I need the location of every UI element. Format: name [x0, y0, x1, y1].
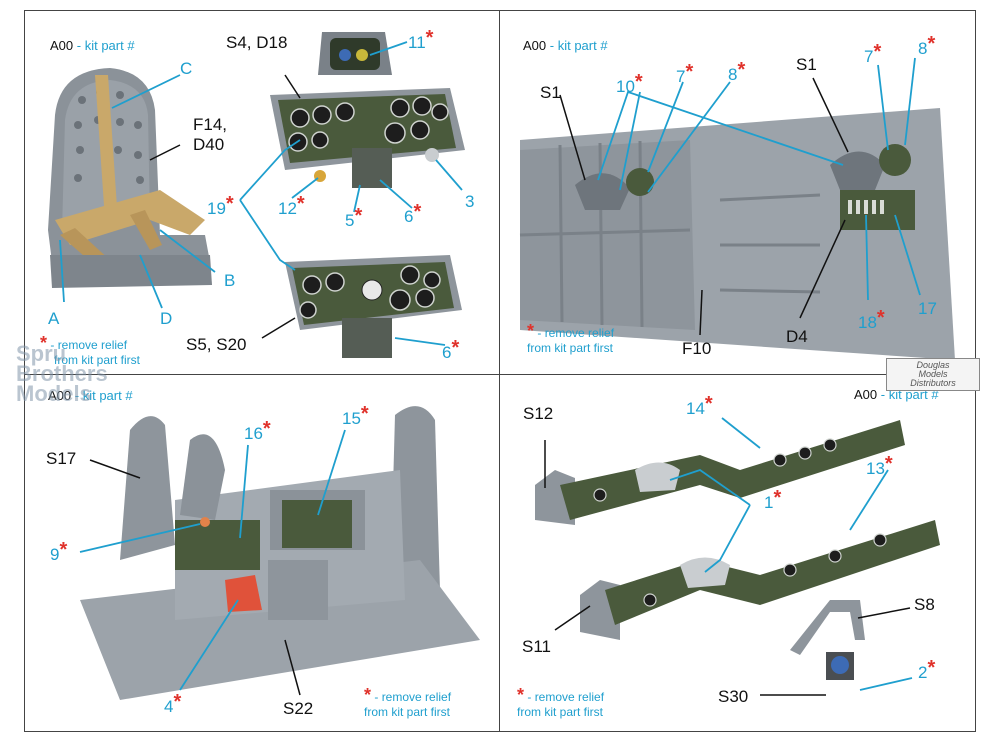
- label-3: 3: [465, 192, 475, 211]
- label-12: 12*: [278, 193, 305, 218]
- label-6-lower: 6*: [442, 337, 460, 362]
- label-9: 9*: [50, 539, 68, 564]
- label-s17: S17: [46, 449, 77, 468]
- instrument-panel-upper: [270, 32, 465, 188]
- label-5: 5*: [345, 205, 363, 230]
- label-s4-d18: S4, D18: [226, 33, 288, 52]
- label-c: C: [180, 59, 193, 78]
- label-s1-left: S1: [540, 83, 561, 102]
- label-1: 1*: [764, 487, 782, 512]
- label-d4: D4: [786, 327, 808, 346]
- kit-part-header: A00 - kit part #: [48, 388, 133, 403]
- label-s1-right: S1: [796, 55, 817, 74]
- label-7-left: 7*: [676, 61, 694, 86]
- label-10: 10*: [616, 71, 643, 96]
- kit-part-header: A00 - kit part #: [523, 38, 608, 53]
- label-8-left: 8*: [728, 59, 746, 84]
- label-6: 6*: [404, 201, 422, 226]
- label-8-right: 8*: [918, 33, 936, 58]
- label-14: 14*: [686, 393, 713, 418]
- label-d40: D40: [193, 135, 225, 154]
- vertical-divider: [499, 10, 500, 732]
- kit-part-header: A00 - kit part #: [50, 38, 135, 53]
- label-4: 4*: [164, 691, 182, 716]
- label-19: 19*: [207, 193, 234, 218]
- label-7-right: 7*: [864, 41, 882, 66]
- label-17: 17: [918, 299, 937, 318]
- side-console-render: [535, 420, 940, 680]
- label-11: 11*: [408, 27, 434, 52]
- label-s12: S12: [523, 404, 554, 423]
- label-f14: F14,: [193, 115, 228, 134]
- label-s30: S30: [718, 687, 749, 706]
- horizontal-divider: [24, 374, 976, 375]
- label-s22: S22: [283, 699, 314, 718]
- seat-render: [48, 68, 212, 288]
- instrument-panel-lower: [285, 255, 462, 358]
- label-2: 2*: [918, 657, 936, 682]
- label-f10: F10: [682, 339, 712, 358]
- label-d: D: [160, 309, 173, 328]
- cockpit-tub-render: [80, 406, 480, 700]
- label-16: 16*: [244, 418, 271, 443]
- label-s11: S11: [522, 637, 551, 656]
- label-15: 15*: [342, 403, 369, 428]
- label-s8: S8: [914, 595, 935, 614]
- label-a: A: [48, 309, 60, 328]
- label-s5-s20: S5, S20: [186, 335, 247, 354]
- label-13: 13*: [866, 453, 893, 478]
- label-b: B: [224, 271, 236, 290]
- label-18: 18*: [858, 307, 885, 332]
- sidewall-render: [519, 108, 955, 360]
